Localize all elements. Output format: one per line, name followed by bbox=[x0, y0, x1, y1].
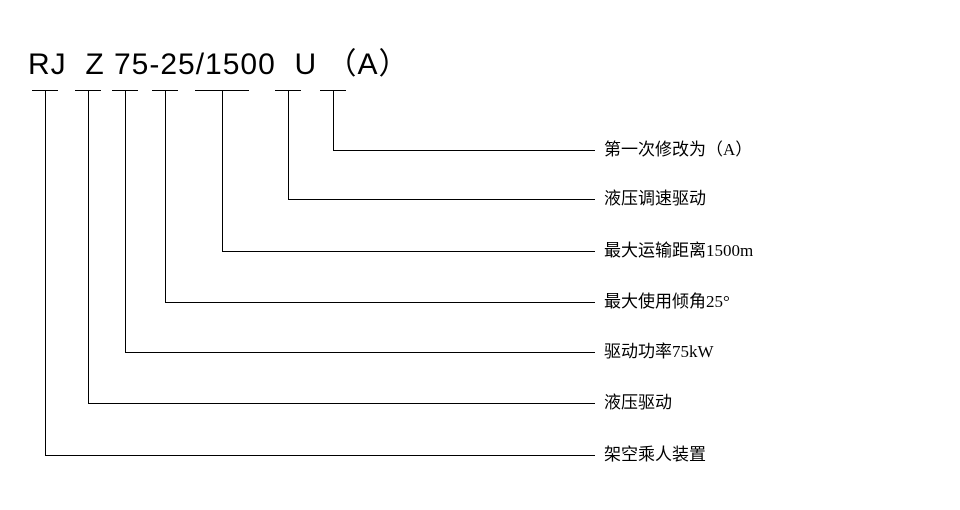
leader-horizontal-line bbox=[165, 302, 595, 303]
leader-vertical-line bbox=[165, 90, 166, 302]
leader-horizontal-line bbox=[222, 251, 595, 252]
model-code-text: RJ Z 75-25/1500 U （A） bbox=[28, 48, 410, 81]
leader-horizontal-line bbox=[88, 403, 595, 404]
callout-label: 最大运输距离1500m bbox=[604, 241, 754, 260]
leader-horizontal-line bbox=[45, 455, 595, 456]
callout-label: 液压驱动 bbox=[604, 393, 672, 412]
leader-horizontal-line bbox=[125, 352, 595, 353]
leader-vertical-line bbox=[45, 90, 46, 455]
leader-vertical-line bbox=[288, 90, 289, 199]
callout-label: 第一次修改为（A） bbox=[604, 140, 753, 159]
leader-vertical-line bbox=[88, 90, 89, 403]
leader-horizontal-line bbox=[288, 199, 595, 200]
callout-label: 液压调速驱动 bbox=[604, 189, 706, 208]
callout-label: 最大使用倾角25° bbox=[604, 292, 730, 311]
callout-label: 驱动功率75kW bbox=[604, 342, 714, 361]
leader-vertical-line bbox=[222, 90, 223, 251]
callout-label: 架空乘人装置 bbox=[604, 445, 706, 464]
leader-vertical-line bbox=[125, 90, 126, 352]
leader-horizontal-line bbox=[333, 150, 595, 151]
leader-vertical-line bbox=[333, 90, 334, 150]
